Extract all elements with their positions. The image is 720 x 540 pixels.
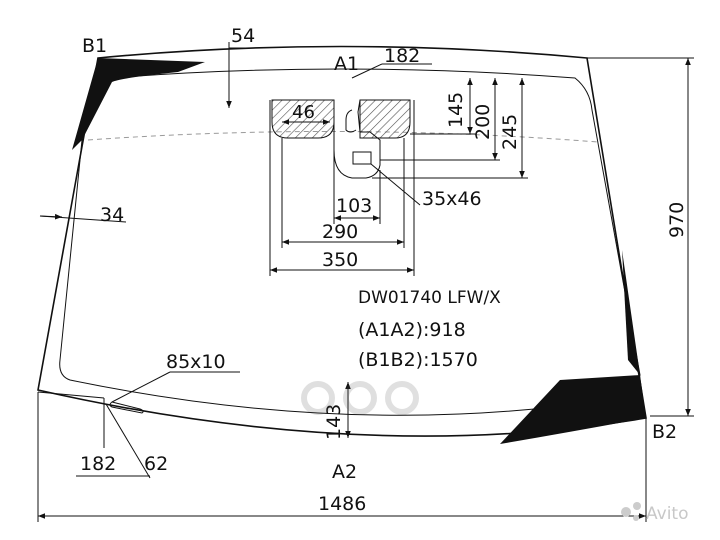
dim-62-leader [105, 403, 151, 479]
frit-right-side [622, 250, 640, 375]
watermark-logo [301, 381, 419, 415]
dim-1486-label: 1486 [318, 493, 366, 515]
frit-top-left [72, 58, 205, 150]
dim-54-label: 54 [231, 25, 255, 47]
point-b2-label: B2 [652, 421, 677, 443]
point-b1-label: B1 [82, 35, 107, 57]
part-code: DW01740 LFW/X [358, 288, 501, 308]
heater-element [109, 401, 144, 414]
heater-leader [111, 371, 171, 403]
dim-182b-label: 182 [80, 453, 116, 475]
camera-window [352, 151, 372, 165]
dim-143-label: 143 [323, 404, 345, 440]
sensor-zone-right [359, 99, 411, 139]
dim-103-label: 103 [336, 195, 372, 217]
camera-size-leader [370, 163, 421, 206]
dim-200-label: 200 [472, 104, 494, 140]
dim-34-arrow-l [39, 213, 63, 220]
dim-34-label: 34 [100, 204, 124, 226]
dim-970-label: 970 [666, 202, 688, 238]
heater-label: 85x10 [166, 351, 226, 373]
dim-62-label: 62 [144, 453, 168, 475]
camera-bracket [333, 99, 381, 179]
ratio-b: (B1B2):1570 [358, 349, 478, 371]
point-a1-label: A1 [334, 53, 359, 75]
visible-area-dashed [87, 130, 599, 143]
dim-290-label: 290 [322, 221, 358, 243]
dim-145-label: 145 [445, 92, 467, 128]
point-a2-label: A2 [332, 461, 357, 483]
camera-bracket-inner [345, 109, 357, 133]
avito-badge: Avito [621, 502, 688, 524]
dim-182b-leader [37, 391, 105, 399]
dim-350-label: 350 [322, 249, 358, 271]
frit-bottom-right [500, 375, 646, 444]
dim-46-label: 46 [292, 102, 315, 123]
dim-182-leader [351, 63, 383, 79]
svg-text:Avito: Avito [646, 504, 688, 524]
ratio-a: (A1A2):918 [358, 319, 466, 341]
dim-245-label: 245 [499, 114, 521, 150]
dim-182-label: 182 [384, 45, 420, 67]
camera-size-label: 35x46 [422, 188, 482, 210]
